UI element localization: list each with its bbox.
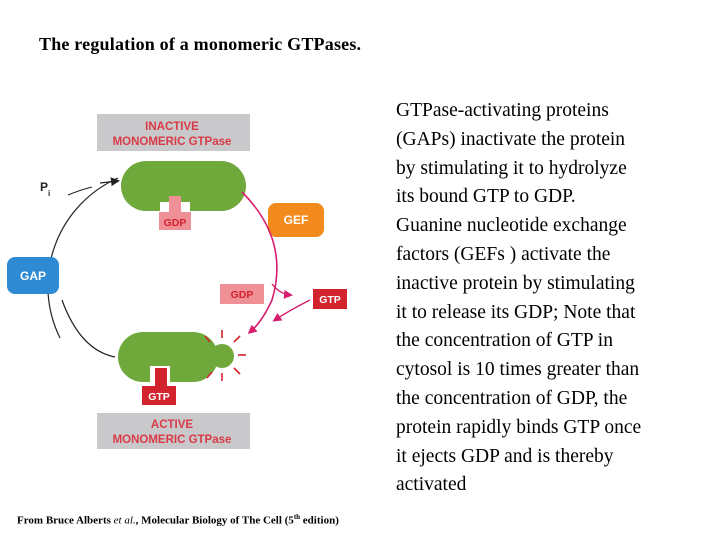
svg-text:GTP: GTP xyxy=(148,391,170,403)
svg-text:P: P xyxy=(40,180,48,194)
description-line: protein rapidly binds GTP once xyxy=(396,416,642,438)
description-line: it to release its GDP; Note that xyxy=(396,301,636,323)
inactivation-arc xyxy=(61,299,116,358)
active-label-box: ACTIVE MONOMERIC GTPase xyxy=(97,413,250,449)
active-gtpase-protein xyxy=(118,332,234,382)
pi-release-arrow xyxy=(67,186,93,196)
page-title: The regulation of a monomeric GTPases. xyxy=(39,34,362,54)
description-line: activated xyxy=(396,474,467,496)
description-line: the concentration of GDP, the xyxy=(396,387,628,409)
active-label-line2: MONOMERIC GTPase xyxy=(113,434,232,446)
inactive-label-box: INACTIVE MONOMERIC GTPase xyxy=(97,114,250,151)
gtp-free: GTP xyxy=(313,289,347,309)
description-paragraph: GTPase-activating proteins (GAPs) inacti… xyxy=(396,97,712,500)
svg-text:GTP: GTP xyxy=(319,294,341,306)
inactive-label-line2: MONOMERIC GTPase xyxy=(113,136,232,148)
description-line: cytosol is 10 times greater than xyxy=(396,359,640,381)
pi-label: P i xyxy=(40,180,50,198)
gdp-bound-inactive: GDP xyxy=(159,196,191,230)
activation-arc xyxy=(241,191,278,334)
description-line: (GAPs) inactivate the protein xyxy=(396,128,626,150)
source-credit: From Bruce Alberts et al., Molecular Bio… xyxy=(17,513,339,527)
description-line: factors (GEFs ) activate the xyxy=(396,243,611,265)
description-line: inactive protein by stimulating xyxy=(396,272,635,294)
active-label-line1: ACTIVE xyxy=(151,419,194,431)
gap-protein: GAP xyxy=(7,257,59,294)
inactive-gtpase-protein xyxy=(121,161,246,217)
svg-text:GAP: GAP xyxy=(20,269,46,283)
description-line: its bound GTP to GDP. xyxy=(396,186,576,208)
gap-cycle-arc xyxy=(47,177,119,339)
gdp-released: GDP xyxy=(220,284,264,304)
svg-text:i: i xyxy=(48,189,50,198)
gtp-binding-arrow xyxy=(272,299,311,322)
svg-text:GEF: GEF xyxy=(284,213,309,227)
gtp-bound-active: GTP xyxy=(142,368,176,405)
description-line: GTPase-activating proteins xyxy=(396,100,609,121)
gef-protein: GEF xyxy=(268,203,324,237)
svg-text:GDP: GDP xyxy=(164,217,187,229)
description-line: it ejects GDP and is thereby xyxy=(396,445,614,467)
svg-text:GDP: GDP xyxy=(231,289,254,301)
inactive-label-line1: INACTIVE xyxy=(145,121,199,133)
description-line: the concentration of GTP in xyxy=(396,330,613,352)
gdp-release-arrow xyxy=(271,283,293,299)
description-line: Guanine nucleotide exchange xyxy=(396,215,627,237)
to-inactive-arrow xyxy=(99,177,120,187)
description-line: by stimulating it to hydrolyze xyxy=(396,157,627,179)
active-signal-rays xyxy=(204,330,246,381)
